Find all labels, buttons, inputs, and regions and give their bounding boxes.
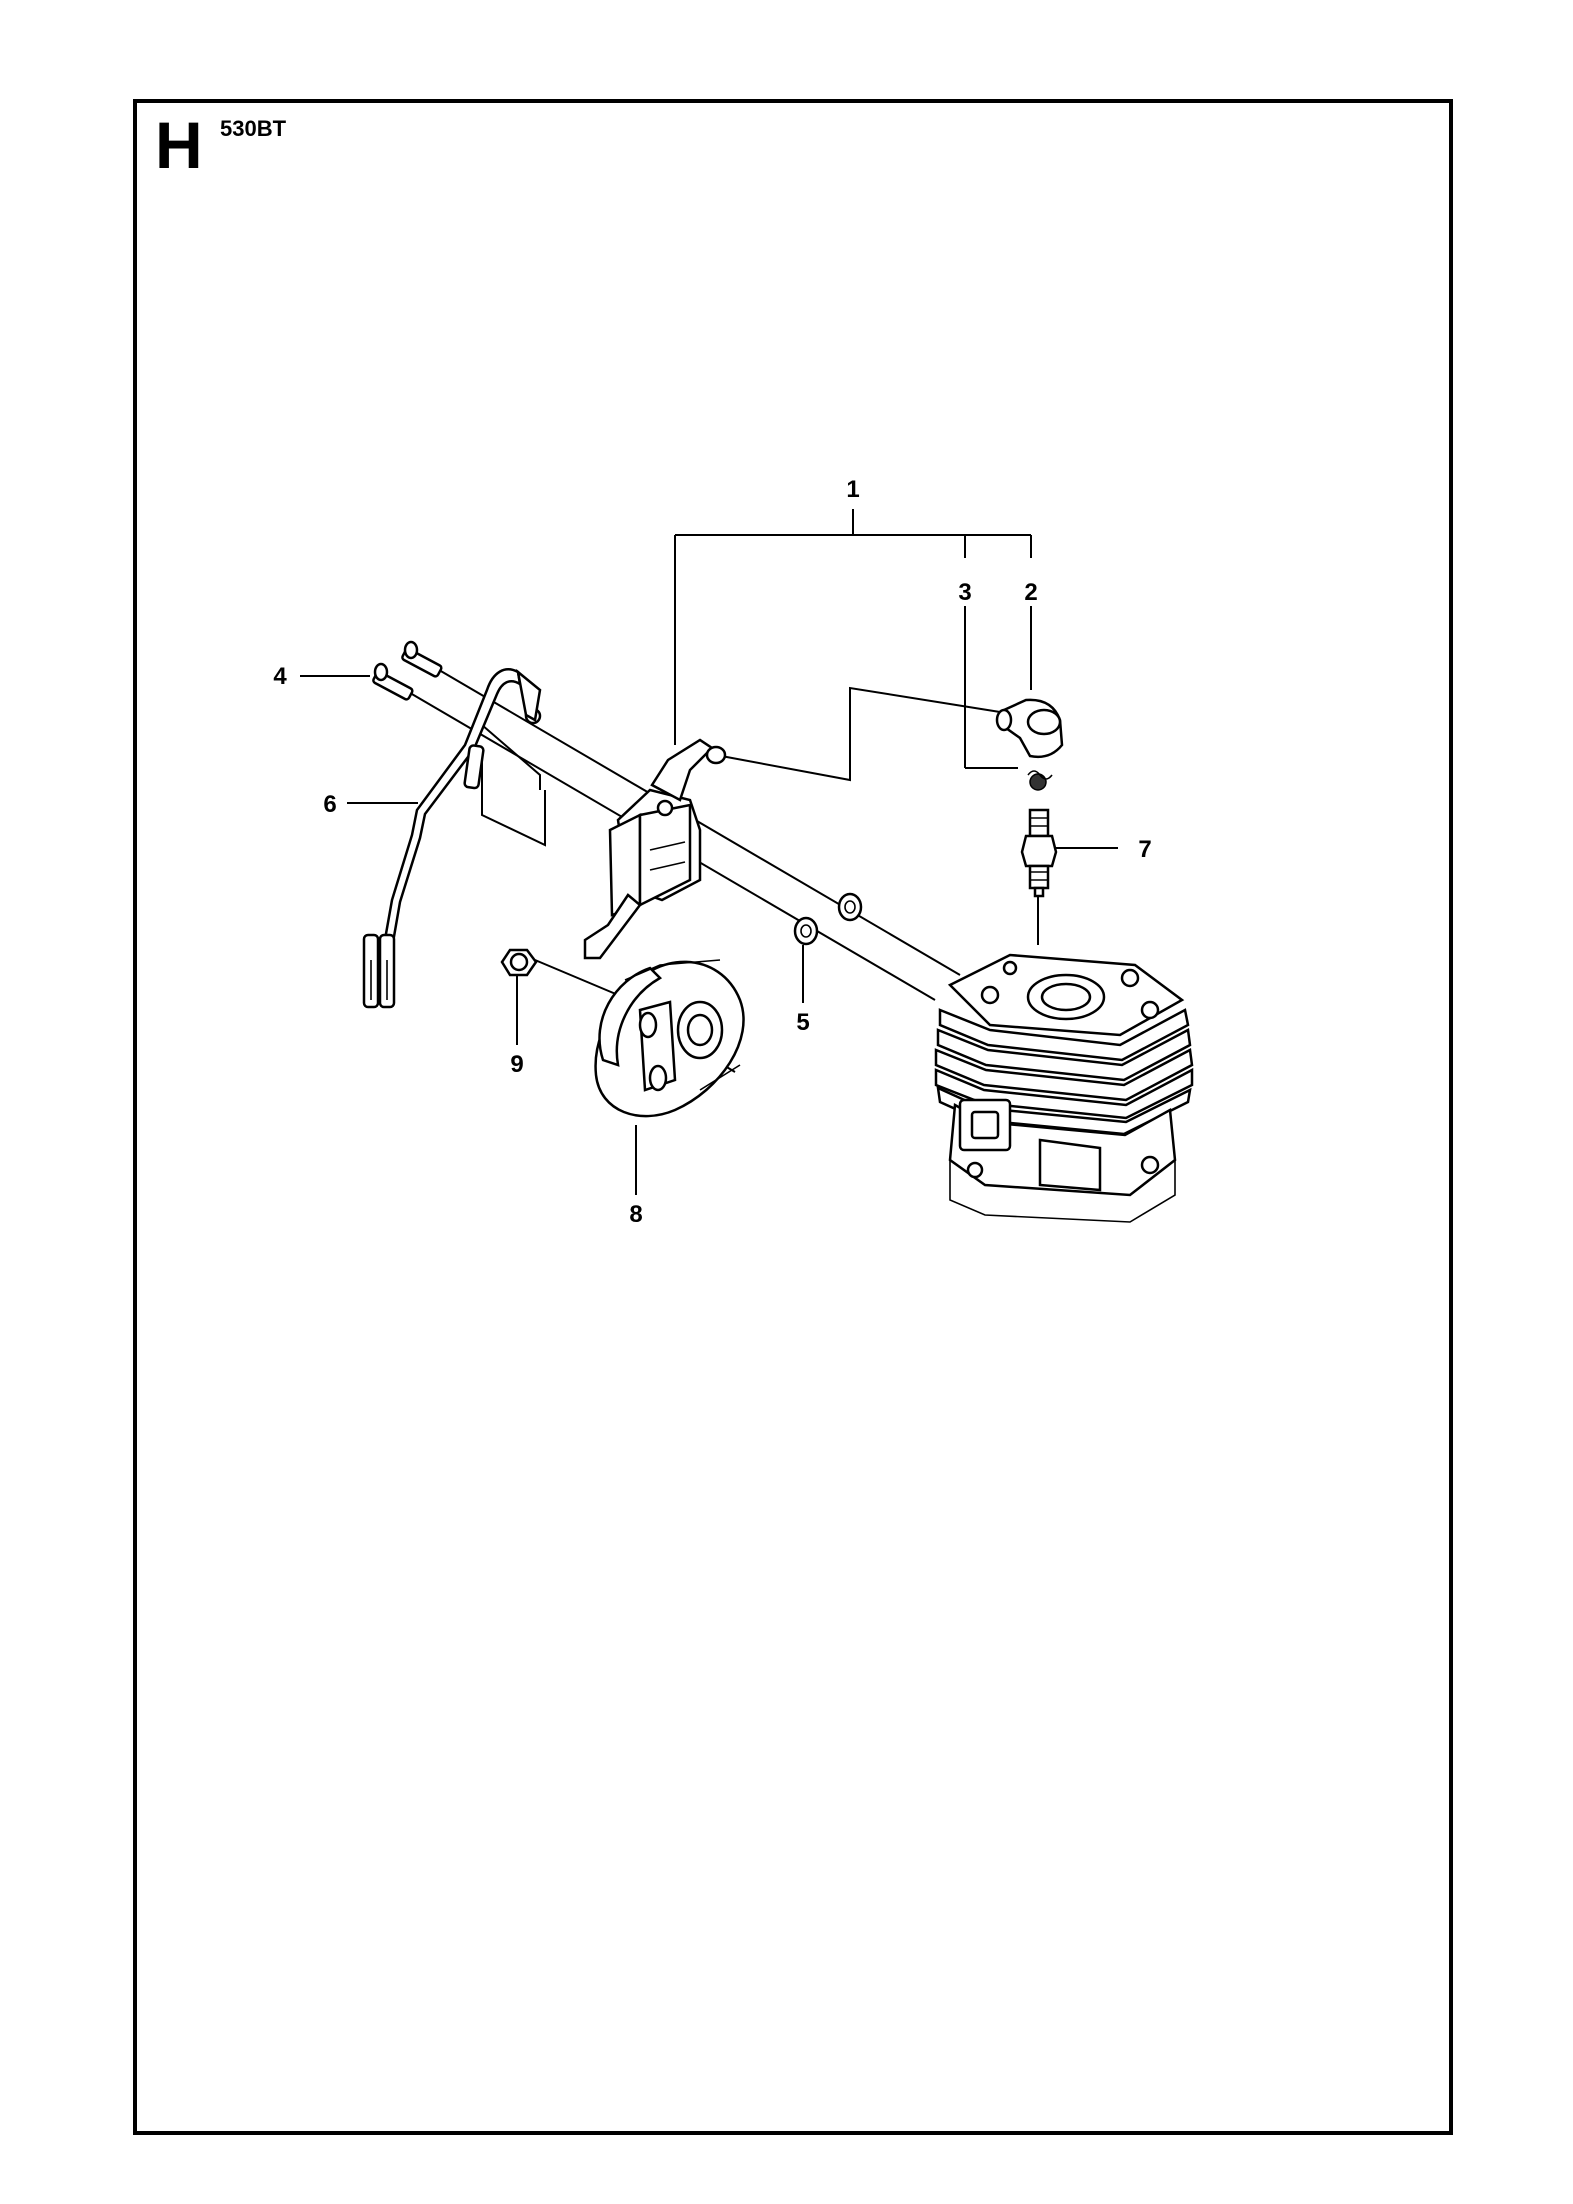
- callout-5: 5: [796, 1009, 809, 1036]
- callouts: 1 2 3 4 5 6 7 8 9: [273, 476, 1151, 1228]
- flywheel: [594, 959, 745, 1118]
- nut-upper: [837, 892, 863, 922]
- screw-upper: [401, 640, 443, 678]
- contact-spring: [1027, 770, 1053, 791]
- callout-9: 9: [510, 1051, 523, 1078]
- spark-plug-cap: [995, 698, 1064, 759]
- callout-6: 6: [323, 791, 336, 818]
- callout-7: 7: [1138, 836, 1151, 863]
- callout-8: 8: [629, 1201, 642, 1228]
- flywheel-nut: [500, 948, 538, 977]
- callout-2: 2: [1024, 579, 1037, 606]
- nut-lower: [793, 916, 819, 946]
- callout-1: 1: [846, 476, 859, 503]
- ignition-module: [583, 738, 727, 960]
- callout-4: 4: [273, 663, 287, 690]
- spark-plug: [1020, 808, 1058, 898]
- page-frame: [133, 99, 1453, 2135]
- stop-wire: [362, 668, 542, 1009]
- model-label: 530BT: [220, 116, 287, 141]
- screw-lower: [372, 662, 414, 701]
- cylinder: [934, 953, 1194, 1223]
- leader-lines: [300, 509, 1118, 1195]
- callout-3: 3: [958, 579, 971, 606]
- section-letter: H: [155, 108, 203, 182]
